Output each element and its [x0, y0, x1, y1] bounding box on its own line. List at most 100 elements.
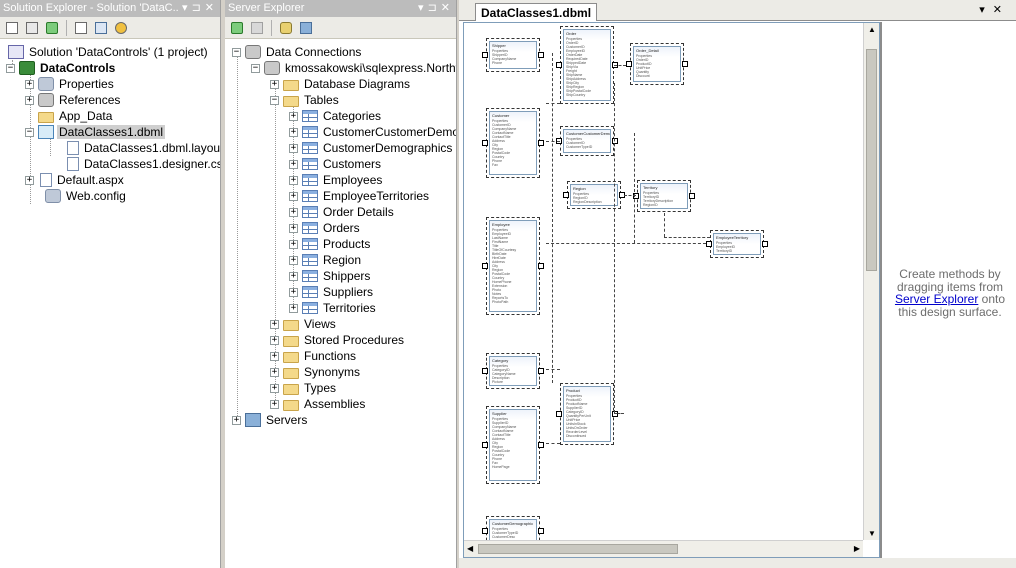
collapse-icon[interactable]: −: [251, 62, 260, 73]
horizontal-scrollbar[interactable]: ◀ ▶: [464, 540, 863, 557]
connector-handle[interactable]: [482, 528, 488, 534]
tree-table[interactable]: +EmployeeTerritories: [289, 188, 431, 204]
association-line[interactable]: [614, 413, 624, 414]
properties-toolbar-button[interactable]: [3, 19, 21, 37]
connector-handle[interactable]: [556, 62, 562, 68]
association-line[interactable]: [546, 103, 560, 104]
connector-handle[interactable]: [682, 61, 688, 67]
scroll-down-icon[interactable]: ▼: [868, 529, 876, 538]
tab-dataclasses1-dbml[interactable]: DataClasses1.dbml: [475, 3, 598, 21]
connector-handle[interactable]: [482, 263, 488, 269]
collapse-icon[interactable]: −: [270, 94, 279, 105]
expand-icon[interactable]: +: [289, 270, 298, 281]
expand-icon[interactable]: +: [289, 254, 298, 265]
connector-handle[interactable]: [689, 193, 695, 199]
connector-handle[interactable]: [556, 411, 562, 417]
tree-folder-types[interactable]: +Types: [270, 380, 338, 396]
connector-handle[interactable]: [538, 442, 544, 448]
connector-handle[interactable]: [612, 411, 618, 417]
connector-handle[interactable]: [563, 192, 569, 198]
expand-icon[interactable]: +: [270, 350, 279, 361]
scroll-right-icon[interactable]: ▶: [853, 544, 860, 553]
tree-item-default-aspx[interactable]: + Default.aspx: [25, 172, 126, 188]
association-line[interactable]: [546, 369, 560, 370]
connector-handle[interactable]: [482, 140, 488, 146]
connector-handle[interactable]: [482, 52, 488, 58]
expand-icon[interactable]: +: [289, 286, 298, 297]
scroll-thumb[interactable]: [866, 49, 877, 271]
tree-table[interactable]: +Order Details: [289, 204, 396, 220]
connect-to-database-button[interactable]: [277, 19, 295, 37]
expand-icon[interactable]: +: [25, 94, 34, 105]
expand-icon[interactable]: +: [289, 142, 298, 153]
association-line[interactable]: [614, 83, 615, 413]
tree-database-diagrams[interactable]: + Database Diagrams: [270, 76, 412, 92]
scroll-thumb[interactable]: [478, 544, 678, 554]
expand-icon[interactable]: +: [270, 318, 279, 329]
tree-table[interactable]: +Products: [289, 236, 372, 252]
connector-handle[interactable]: [538, 140, 544, 146]
connector-handle[interactable]: [762, 241, 768, 247]
tree-table[interactable]: +CustomerCustomerDemo: [289, 124, 456, 140]
tree-table[interactable]: +Categories: [289, 108, 383, 124]
connector-handle[interactable]: [482, 442, 488, 448]
tree-servers[interactable]: + Servers: [232, 412, 309, 428]
view-class-diagram-button[interactable]: [112, 19, 130, 37]
expand-icon[interactable]: +: [270, 398, 279, 409]
association-line[interactable]: [664, 237, 710, 238]
tree-item-app-data[interactable]: App_Data: [38, 108, 114, 124]
expand-icon[interactable]: +: [270, 334, 279, 345]
association-line[interactable]: [552, 53, 553, 383]
close-icon[interactable]: ✕: [992, 4, 1010, 16]
connector-handle[interactable]: [482, 368, 488, 374]
expand-icon[interactable]: +: [289, 174, 298, 185]
association-line[interactable]: [546, 443, 560, 444]
connect-to-server-button[interactable]: [297, 19, 315, 37]
collapse-icon[interactable]: −: [25, 126, 34, 137]
tree-solution[interactable]: Solution 'DataControls' (1 project): [8, 44, 210, 60]
dropdown-icon[interactable]: ▾: [182, 2, 192, 14]
expand-icon[interactable]: +: [289, 190, 298, 201]
tree-project[interactable]: − DataControls: [6, 60, 117, 76]
tree-item-dbml[interactable]: − DataClasses1.dbml: [25, 124, 166, 140]
tree-table[interactable]: +Orders: [289, 220, 362, 236]
expand-icon[interactable]: +: [25, 174, 34, 185]
stop-refresh-button[interactable]: [248, 19, 266, 37]
methods-pane[interactable]: Create methods by dragging items from Se…: [880, 22, 1016, 558]
tree-item-web-config[interactable]: Web.config: [45, 188, 128, 204]
expand-icon[interactable]: +: [289, 158, 298, 169]
expand-icon[interactable]: +: [270, 78, 279, 89]
connector-handle[interactable]: [538, 263, 544, 269]
tree-item-designer-cs[interactable]: DataClasses1.designer.cs: [65, 156, 220, 172]
expand-icon[interactable]: +: [232, 414, 241, 425]
server-explorer-link[interactable]: Server Explorer: [894, 292, 979, 306]
scroll-up-icon[interactable]: ▲: [868, 25, 876, 34]
show-all-files-button[interactable]: [23, 19, 41, 37]
pin-icon[interactable]: ⊐: [427, 2, 441, 14]
collapse-icon[interactable]: −: [232, 46, 241, 57]
server-explorer-titlebar[interactable]: Server Explorer ▾⊐✕: [225, 0, 456, 17]
tab-dropdown-icon[interactable]: ▾: [979, 4, 993, 16]
tree-table[interactable]: +Employees: [289, 172, 384, 188]
tree-item-properties[interactable]: + Properties: [25, 76, 116, 92]
tree-folder-synonyms[interactable]: +Synonyms: [270, 364, 362, 380]
expand-icon[interactable]: +: [289, 110, 298, 121]
expand-icon[interactable]: +: [270, 382, 279, 393]
expand-icon[interactable]: +: [289, 222, 298, 233]
expand-icon[interactable]: +: [289, 206, 298, 217]
pin-icon[interactable]: ⊐: [191, 2, 205, 14]
tree-table[interactable]: +Customers: [289, 156, 383, 172]
tree-connection[interactable]: − kmossakowski\sqlexpress.Northwi: [251, 60, 456, 76]
expand-icon[interactable]: +: [289, 238, 298, 249]
refresh-button[interactable]: [228, 19, 246, 37]
